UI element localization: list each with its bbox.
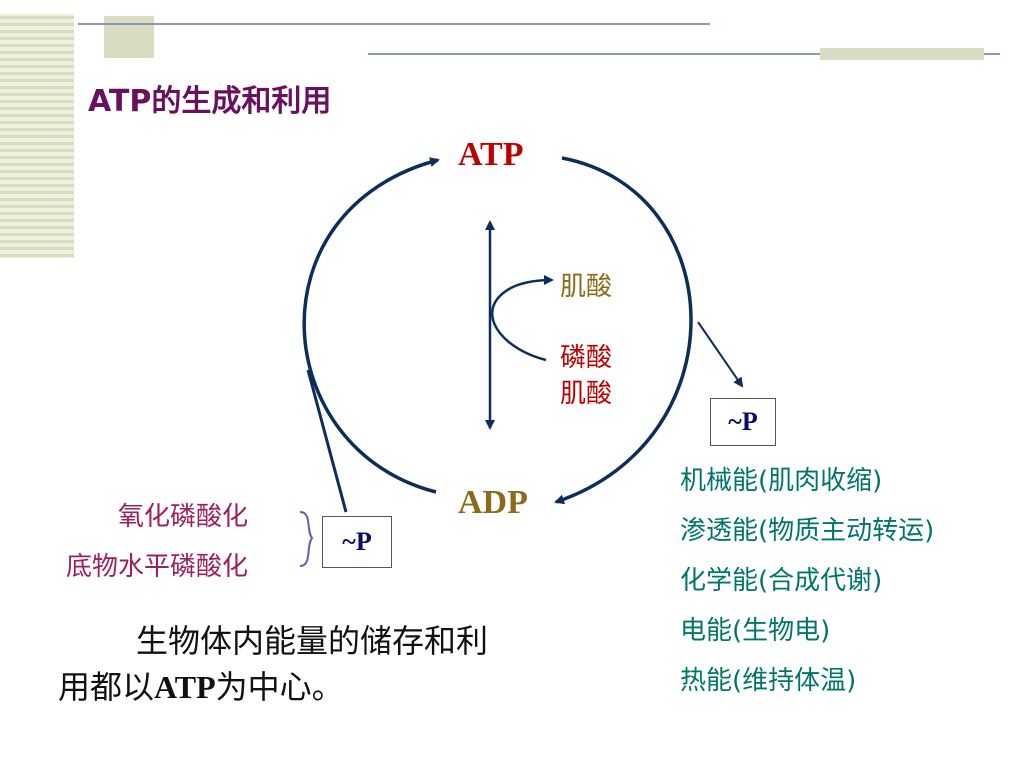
oxidative-phosphorylation-label: 氧化磷酸化	[118, 502, 249, 532]
phosphocreatine-line1: 磷酸	[560, 343, 613, 373]
deco-stripe	[0, 212, 74, 215]
deco-stripe	[0, 219, 74, 222]
deco-stripe	[0, 72, 74, 75]
deco-stripe	[0, 149, 74, 152]
deco-stripe	[0, 51, 74, 54]
deco-stripe	[0, 30, 74, 33]
deco-stripe	[0, 65, 74, 68]
phosphocreatine-label: 磷酸 肌酸	[560, 340, 612, 412]
energy-use-electrical: 电能(生物电)	[680, 616, 831, 646]
deco-stripe	[0, 233, 74, 236]
deco-stripe	[0, 177, 74, 180]
deco-stripe	[0, 205, 74, 208]
deco-stripe	[0, 114, 74, 117]
summary-line2-atp: ATP	[154, 669, 216, 705]
input-p-arrow	[306, 369, 348, 513]
energy-use-mechanical: 机械能(肌肉收缩)	[680, 466, 883, 496]
deco-stripe	[0, 128, 74, 131]
energy-use-osmotic: 渗透能(物质主动转运)	[680, 516, 935, 546]
summary-line2-post: 为中心。	[215, 668, 344, 706]
deco-stripe	[0, 86, 74, 89]
deco-stripe	[0, 79, 74, 82]
energy-use-thermal: 热能(维持体温)	[680, 666, 857, 696]
deco-stripe	[0, 135, 74, 138]
deco-stripe	[0, 184, 74, 187]
energy-uses-list: 机械能(肌肉收缩) 渗透能(物质主动转运) 化学能(合成代谢) 电能(生物电) …	[680, 456, 934, 706]
deco-stripe	[0, 240, 74, 243]
atp-node: ATP	[458, 136, 524, 173]
deco-stripe	[0, 93, 74, 96]
deco-square	[104, 16, 154, 58]
creatine-exchange	[485, 220, 554, 430]
slide-title: ATP的生成和利用	[88, 84, 332, 119]
input-p-box: ~P	[322, 516, 392, 568]
deco-stripe	[0, 44, 74, 47]
left-stripes	[0, 14, 74, 258]
deco-bar	[820, 48, 984, 60]
summary-line1: 生物体内能量的储存和利	[136, 622, 489, 660]
adp-node: ADP	[458, 484, 528, 521]
release-p-arrow	[697, 321, 744, 388]
creatine-curve-arrow	[491, 275, 554, 362]
creatine-label: 肌酸	[560, 272, 613, 302]
deco-stripe	[0, 23, 74, 26]
deco-stripe	[0, 100, 74, 103]
summary-line2-pre: 用都以	[58, 668, 155, 706]
deco-stripe	[0, 226, 74, 229]
atp-to-adp-arrow	[554, 156, 693, 505]
deco-stripe	[0, 142, 74, 145]
deco-stripe	[0, 16, 74, 19]
deco-stripe	[0, 191, 74, 194]
released-p-box: ~P	[710, 398, 776, 446]
deco-stripe	[0, 58, 74, 61]
deco-stripe	[0, 163, 74, 166]
sources-brace	[299, 511, 314, 567]
summary-line2: 用都以ATP为中心。	[58, 664, 598, 710]
deco-stripe	[0, 254, 74, 257]
deco-stripe	[0, 107, 74, 110]
deco-stripe	[0, 198, 74, 201]
substrate-level-phosphorylation-label: 底物水平磷酸化	[66, 552, 249, 582]
phosphocreatine-line2: 肌酸	[560, 379, 613, 409]
deco-stripe	[0, 170, 74, 173]
adp-to-atp-arrow	[302, 157, 440, 494]
summary-text: 生物体内能量的储存和利 用都以ATP为中心。	[58, 618, 598, 710]
deco-stripe	[0, 37, 74, 40]
deco-stripe	[0, 247, 74, 250]
energy-use-chemical: 化学能(合成代谢)	[680, 566, 883, 596]
deco-stripe	[0, 156, 74, 159]
deco-stripe	[0, 121, 74, 124]
cycle-arrows	[302, 156, 693, 505]
